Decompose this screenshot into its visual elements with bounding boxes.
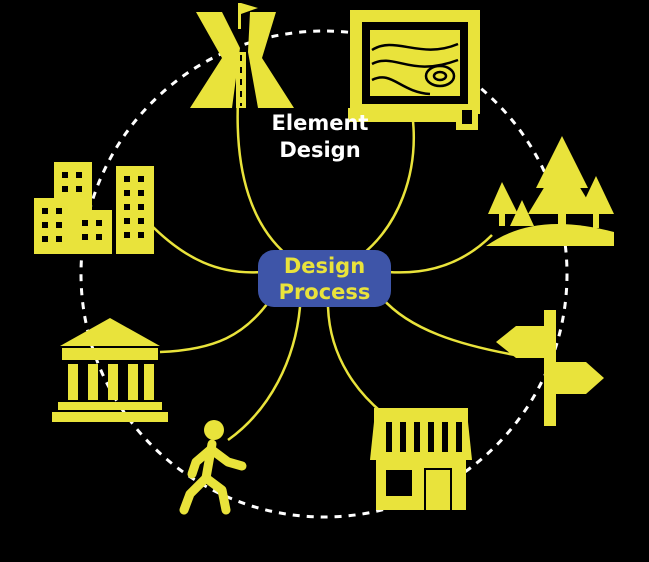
connector-shop — [326, 306, 386, 416]
center-label-line2: Process — [278, 279, 371, 304]
element-label-line2: Design — [279, 138, 361, 162]
design-process-node: Design Process — [258, 250, 391, 307]
connector-trees — [387, 234, 493, 274]
connector-pedestrian — [227, 306, 302, 442]
shop-storefront-icon — [370, 408, 472, 510]
connector-element-loop — [236, 99, 415, 264]
pedestrian-walking-icon — [179, 420, 247, 515]
connector-lines — [147, 99, 516, 442]
element-design-label: Element Design — [250, 110, 390, 164]
dashed-ring — [79, 29, 569, 519]
signpost-icon — [496, 310, 604, 426]
element-label-line1: Element — [271, 111, 369, 135]
civic-building-icon — [52, 318, 168, 422]
connector-buildings — [147, 221, 263, 274]
city-buildings-icon — [34, 162, 154, 254]
center-label-line1: Design — [283, 253, 366, 278]
connector-civic — [159, 299, 272, 354]
trees-landscape-icon — [486, 136, 614, 246]
site-plan-map-icon — [348, 10, 480, 130]
connector-signpost — [381, 297, 516, 357]
